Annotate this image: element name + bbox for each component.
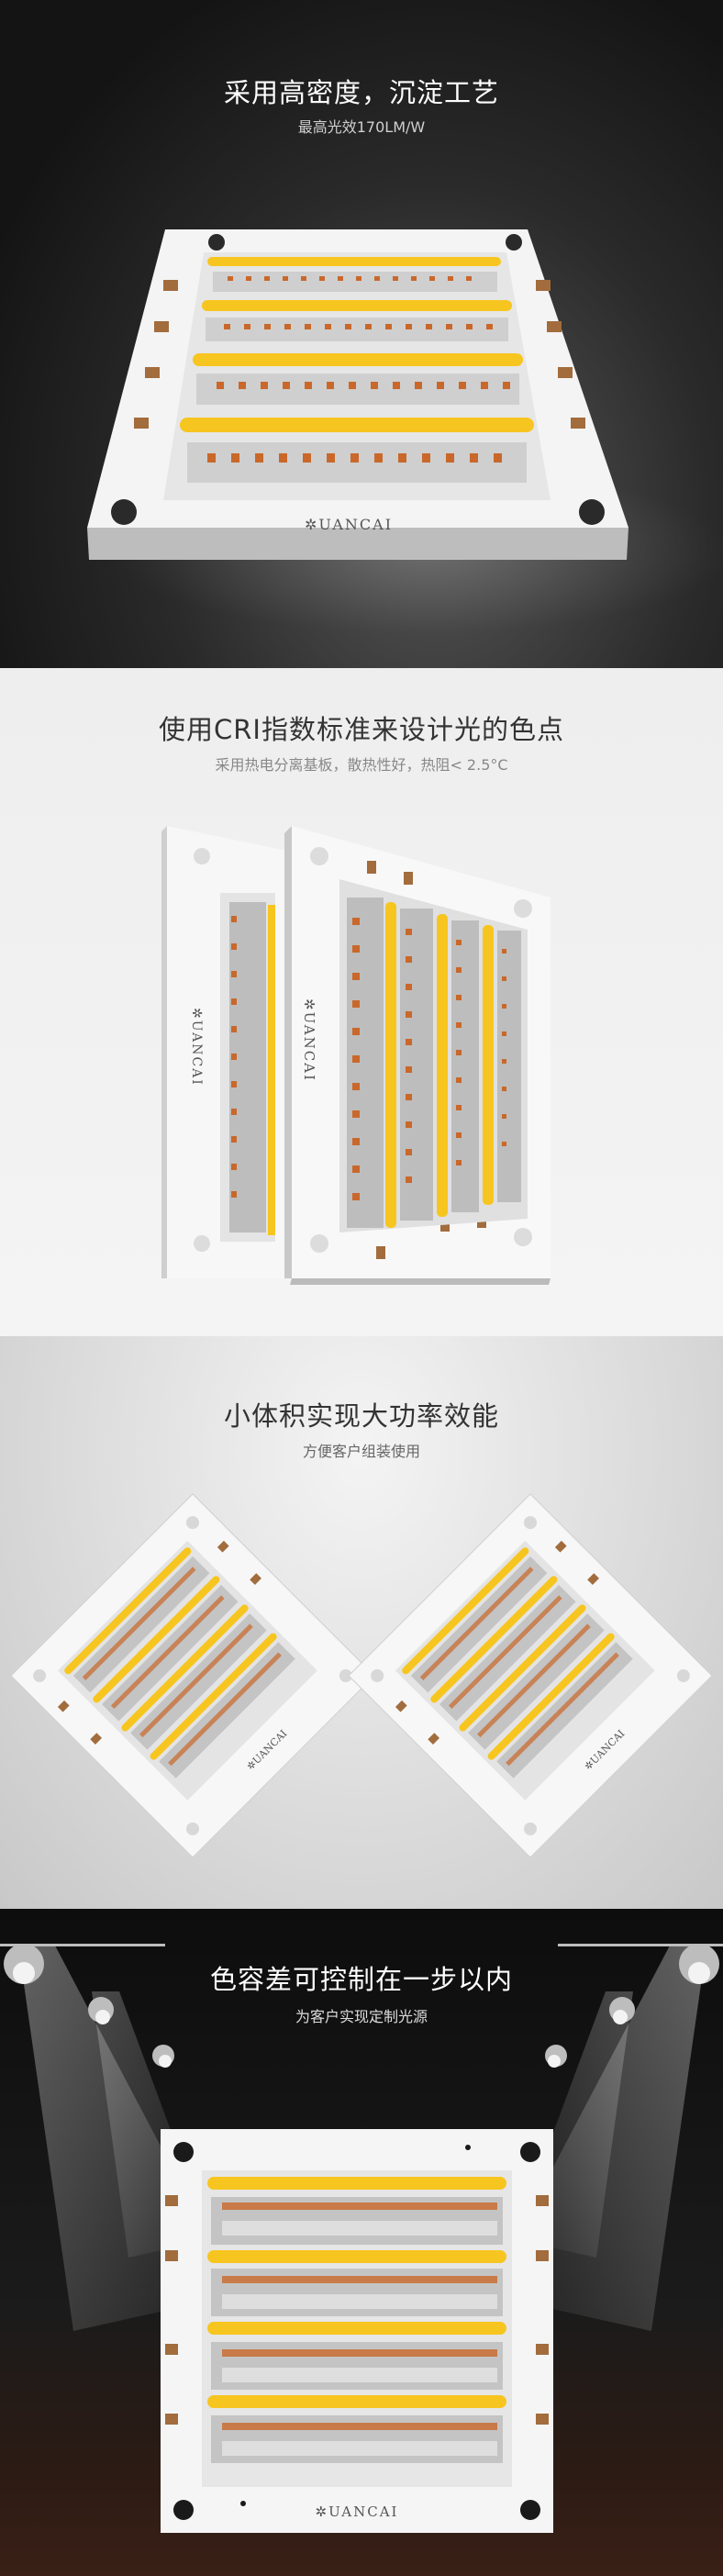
section-subtitle: 为客户实现定制光源	[295, 2008, 428, 2025]
section-subtitle: 采用热电分离基板，散热性好，热阻< 2.5°C	[215, 756, 508, 774]
cob-module-front: ✲UANCAI	[161, 2129, 553, 2533]
cob-module-perspective: ✲UANCAI	[87, 229, 723, 633]
svg-text:✲UANCAI: ✲UANCAI	[305, 516, 393, 533]
svg-text:✲UANCAI: ✲UANCAI	[189, 1008, 204, 1087]
svg-text:✲UANCAI: ✲UANCAI	[301, 998, 317, 1082]
section-compact: 小体积实现大功率效能 方便客户组装使用 ✲UANCAI	[0, 1336, 723, 1909]
section-high-density: 采用高密度，沉淀工艺 最高光效170LM/W	[0, 0, 723, 668]
cob-module-pair-side: ✲UANCAI ✲UANCAI	[161, 826, 551, 1285]
section-cri: 使用CRI指数标准来设计光的色点 采用热电分离基板，散热性好，热阻< 2.5°C…	[0, 668, 723, 1336]
section-title: 色容差可控制在一步以内	[209, 1964, 513, 1995]
section-title: 小体积实现大功率效能	[223, 1400, 499, 1432]
cob-module-pair-rotated: ✲UANCAI ✲UANCAI	[10, 1493, 713, 1858]
section-subtitle: 最高光效170LM/W	[297, 118, 426, 136]
section-color-tolerance: 色容差可控制在一步以内 为客户实现定制光源	[0, 1909, 723, 2576]
section-subtitle: 方便客户组装使用	[302, 1443, 420, 1460]
section-title: 采用高密度，沉淀工艺	[223, 77, 499, 108]
section-title: 使用CRI指数标准来设计光的色点	[159, 714, 564, 745]
svg-text:✲UANCAI: ✲UANCAI	[316, 2504, 399, 2520]
